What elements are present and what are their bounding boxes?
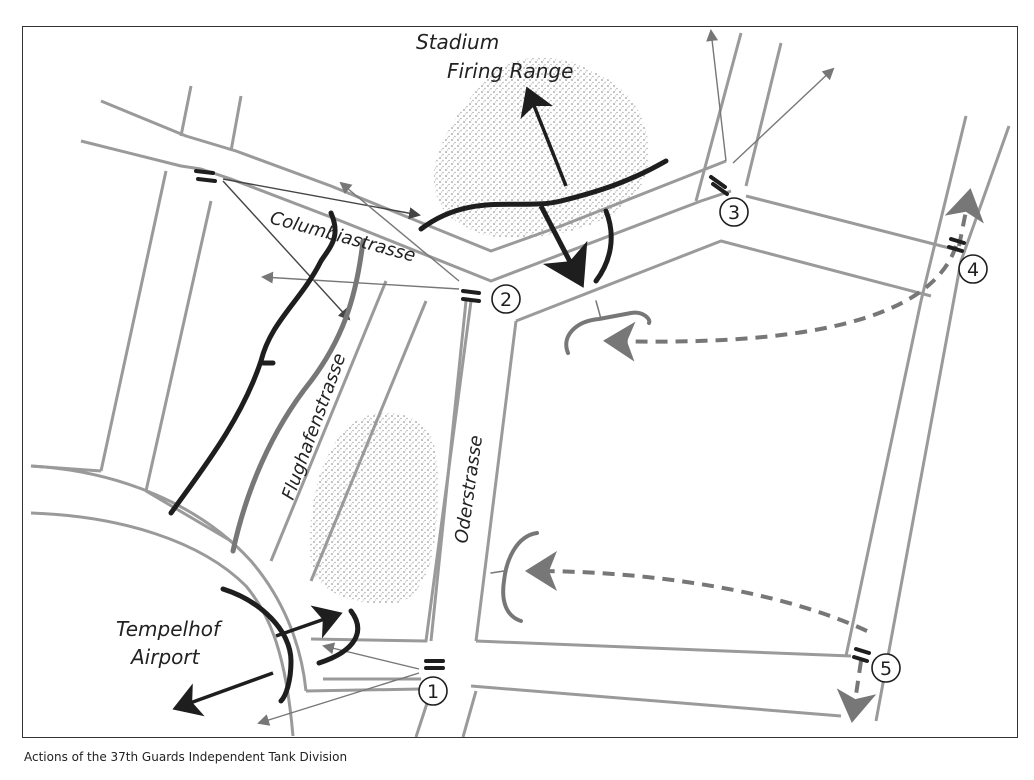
dashed-arrows	[525, 188, 984, 723]
brackets	[490, 300, 652, 623]
columbiastrasse-label: Columbiastrasse	[268, 208, 418, 267]
position-4: 4	[958, 254, 988, 284]
grey-lines	[230, 238, 366, 554]
unit-markers	[194, 169, 966, 670]
position-1: 1	[418, 676, 448, 706]
park-area	[309, 412, 439, 604]
oderstrasse-label: Oderstrasse	[451, 434, 487, 545]
position-5: 5	[871, 653, 901, 683]
position-3: 3	[719, 197, 749, 227]
position-1-label: 1	[427, 681, 439, 703]
airport-label: Airport	[129, 645, 201, 669]
position-2-label: 2	[500, 289, 512, 311]
map: 1 2 3 4 5 Stadium Firing Range Columbias…	[30, 29, 1011, 737]
position-markers: 1 2 3 4 5	[418, 197, 988, 706]
position-5-label: 5	[880, 658, 892, 680]
bold-arrows	[172, 86, 588, 717]
thin-arrows	[222, 29, 835, 726]
position-2: 2	[491, 284, 521, 314]
map-caption: Actions of the 37th Guards Independent T…	[24, 750, 348, 764]
position-3-label: 3	[728, 202, 740, 224]
road-network	[30, 32, 1011, 737]
firing-range-label: Firing Range	[447, 59, 573, 83]
front-lines	[168, 158, 669, 704]
position-4-label: 4	[967, 259, 979, 281]
map-frame: 1 2 3 4 5 Stadium Firing Range Columbias…	[22, 26, 1018, 738]
tempelhof-label: Tempelhof	[116, 617, 223, 641]
stadium-label: Stadium	[416, 30, 499, 54]
